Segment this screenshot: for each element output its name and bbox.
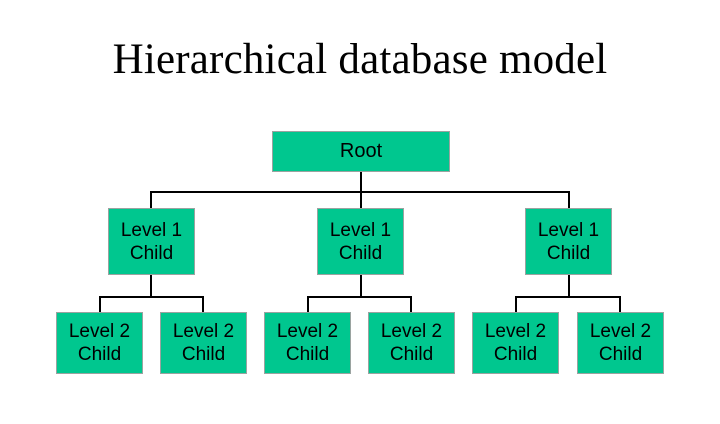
node-level1-child-1-label: Level 1 Child <box>120 219 183 264</box>
node-level2-child-6[interactable]: Level 2 Child <box>577 312 664 374</box>
node-level1-child-2[interactable]: Level 1 Child <box>317 208 404 275</box>
connector-l1-3-bus <box>515 296 620 298</box>
node-level2-child-3-label: Level 2 Child <box>276 321 339 365</box>
page-title: Hierarchical database model <box>112 36 608 83</box>
connector-root-stem <box>360 171 362 194</box>
connector-l1-1-stem <box>150 275 152 297</box>
node-level2-child-5[interactable]: Level 2 Child <box>472 312 559 374</box>
node-root-label: Root <box>339 140 383 162</box>
node-level2-child-1[interactable]: Level 2 Child <box>56 312 143 374</box>
connector-root-to-l1-1 <box>150 191 152 209</box>
connector-root-to-l1-3 <box>568 191 570 209</box>
node-level2-child-3[interactable]: Level 2 Child <box>264 312 351 374</box>
connector-l1-2-to-l2-3 <box>307 296 309 313</box>
node-level2-child-1-label: Level 2 Child <box>68 321 131 365</box>
connector-l1-2-stem <box>360 275 362 297</box>
node-level1-child-1[interactable]: Level 1 Child <box>108 208 195 275</box>
node-level2-child-5-label: Level 2 Child <box>484 321 547 365</box>
connector-l1-1-bus <box>99 296 204 298</box>
connector-l1-1-to-l2-1 <box>99 296 101 313</box>
node-level2-child-2-label: Level 2 Child <box>172 321 235 365</box>
connector-l1-2-to-l2-4 <box>410 296 412 313</box>
node-root[interactable]: Root <box>272 131 450 172</box>
connector-l1-1-to-l2-2 <box>202 296 204 313</box>
node-level1-child-3-label: Level 1 Child <box>537 219 600 264</box>
node-level1-child-2-label: Level 1 Child <box>329 219 392 264</box>
connector-l1-3-stem <box>568 275 570 297</box>
node-level1-child-3[interactable]: Level 1 Child <box>525 208 612 275</box>
connector-root-to-l1-2 <box>360 191 362 209</box>
node-level2-child-4-label: Level 2 Child <box>380 321 443 365</box>
connector-l1-3-to-l2-5 <box>515 296 517 313</box>
node-level2-child-6-label: Level 2 Child <box>589 321 652 365</box>
connector-l1-3-to-l2-6 <box>619 296 621 313</box>
node-level2-child-2[interactable]: Level 2 Child <box>160 312 247 374</box>
connector-l1-2-bus <box>307 296 412 298</box>
node-level2-child-4[interactable]: Level 2 Child <box>368 312 455 374</box>
